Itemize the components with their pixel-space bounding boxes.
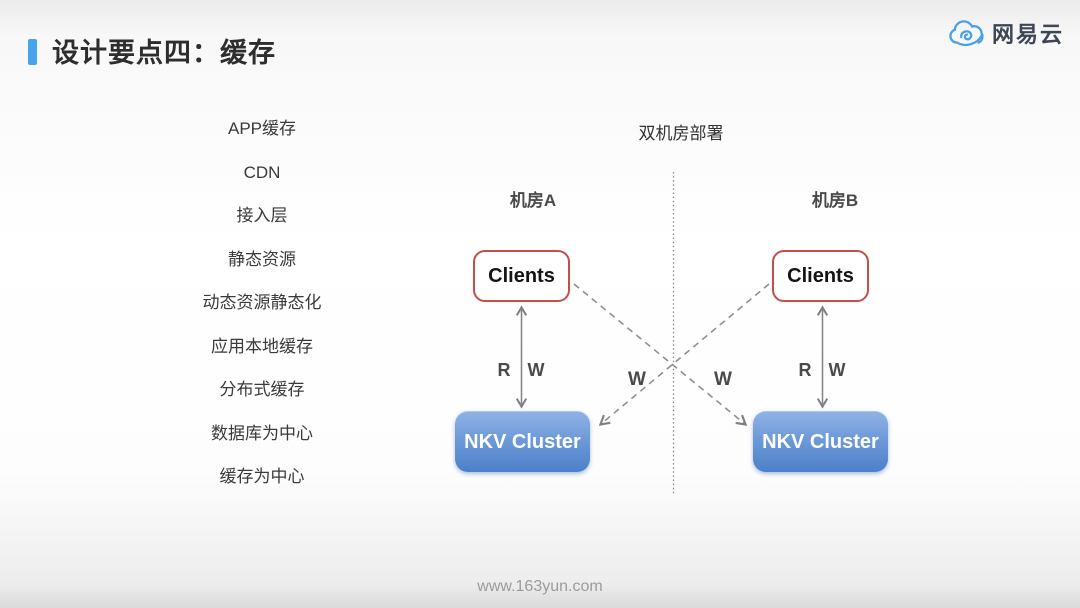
netease-cloud-logo: 网易云 [948, 17, 1064, 49]
cache-techniques-list: APP缓存 CDN 接入层 静态资源 动态资源静态化 应用本地缓存 分布式缓存 … [152, 107, 372, 499]
zone-b-clients-node: Clients [772, 250, 869, 302]
list-item-cache-centric: 缓存为中心 [219, 467, 305, 486]
list-item-dynamic-to-static: 动态资源静态化 [202, 293, 322, 312]
list-item-distributed-cache: 分布式缓存 [219, 380, 305, 399]
zone-b-read-label: R [798, 360, 812, 380]
page-title: 设计要点四：缓存 [52, 38, 276, 68]
cross-write-label-right: W [714, 369, 732, 390]
list-item-cdn: CDN [243, 162, 281, 182]
list-item-database-centric: 数据库为中心 [211, 423, 313, 443]
zone-a-nkv-cluster-node: NKV Cluster [455, 411, 590, 472]
list-item-app-local-cache: 应用本地缓存 [211, 336, 313, 356]
cross-write-a-to-b-arrow [573, 283, 748, 426]
zone-a-read-label: R [497, 360, 511, 380]
footer-url: www.163yun.com [477, 578, 603, 595]
cloud-icon [949, 20, 984, 46]
zone-a-write-label: W [527, 360, 545, 380]
diagram-title: 双机房部署 [638, 124, 724, 143]
zone-b-rw-labels: R W [772, 360, 872, 381]
zone-a-rw-labels: R W [471, 360, 571, 381]
zone-b-nkv-cluster-node: NKV Cluster [753, 411, 888, 472]
list-item-access-layer: 接入层 [236, 206, 288, 225]
logo-text: 网易云 [992, 22, 1065, 47]
zone-a-label: 机房A [509, 191, 557, 210]
cross-write-label-left: W [628, 369, 646, 390]
zone-b-label: 机房B [811, 191, 859, 210]
list-item-app-cache: APP缓存 [227, 119, 297, 138]
title-accent-bar [28, 39, 37, 65]
zone-a-clients-node: Clients [473, 250, 570, 302]
cross-write-b-to-a-arrow [598, 283, 770, 426]
list-item-static-resources: 静态资源 [228, 249, 296, 269]
zone-b-write-label: W [828, 360, 846, 380]
